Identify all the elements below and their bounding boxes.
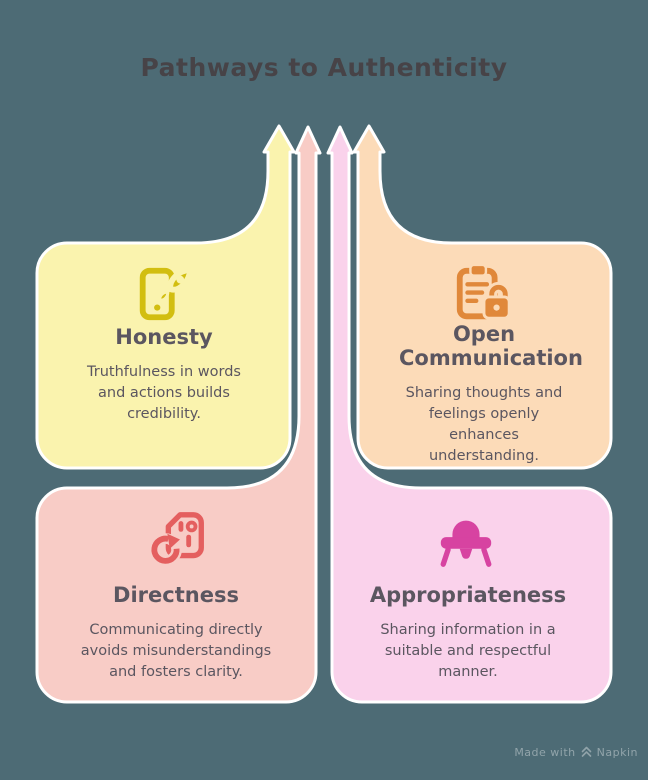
clipboard-lock-icon bbox=[456, 264, 511, 320]
card-title-appropriateness: Appropriateness bbox=[369, 583, 567, 607]
pathway-open-communication bbox=[352, 124, 613, 470]
pathway-directness bbox=[35, 125, 322, 704]
page-title: Pathways to Authenticity bbox=[140, 53, 508, 82]
card-title-honesty: Honesty bbox=[115, 325, 213, 349]
watermark: Made with Napkin bbox=[514, 746, 638, 759]
card-body-open-communication: Sharing thoughts and feelings openly enh… bbox=[405, 385, 563, 465]
watermark-prefix: Made with bbox=[514, 746, 576, 759]
card-title-open-communication: Open Communication bbox=[399, 322, 583, 371]
card-body-directness: Communicating directly avoids misunderst… bbox=[80, 622, 272, 681]
napkin-logo-icon bbox=[581, 746, 591, 757]
watermark-brand: Napkin bbox=[596, 746, 638, 759]
card-body-appropriateness: Sharing information in a suitable and re… bbox=[380, 622, 556, 681]
pathway-appropriateness bbox=[326, 125, 613, 704]
phone-rocket-icon bbox=[139, 267, 193, 321]
high-chair-icon bbox=[440, 520, 492, 567]
card-title-directness: Directness bbox=[113, 583, 239, 607]
card-body-honesty: Truthfulness in words and actions builds… bbox=[87, 364, 241, 423]
device-refresh-icon bbox=[148, 512, 204, 567]
